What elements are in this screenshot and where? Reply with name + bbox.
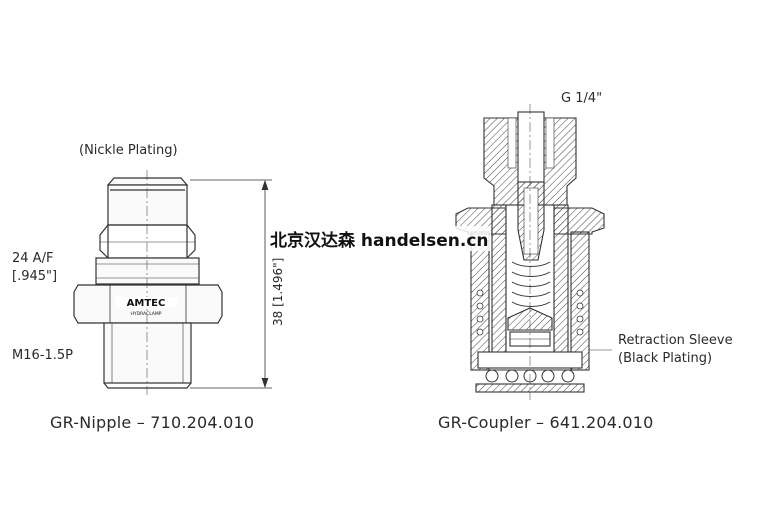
sleeve-plating-label: (Black Plating) [618, 351, 713, 366]
nipple-caption: GR-Nipple – 710.204.010 [50, 413, 255, 432]
brand-sub: HYDRACLAMP [131, 311, 162, 317]
brand-name: AMTEC [127, 298, 166, 309]
coupler-drawing [455, 104, 605, 400]
watermark-text: 北京汉达森 handelsen.cn [268, 226, 491, 251]
thread-label: M16-1.5P [12, 348, 73, 363]
af-label: 24 A/F [12, 251, 54, 266]
amtec-logo: AMTEC HYDRACLAMP [115, 297, 177, 317]
dimension-label: 38 [1.496"] [271, 257, 285, 326]
nipple-drawing [73, 170, 223, 395]
sleeve-label: Retraction Sleeve [618, 333, 733, 348]
af-inch-label: [.945"] [12, 269, 58, 284]
port-label: G 1/4" [561, 91, 603, 106]
plating-label: (Nickle Plating) [79, 143, 178, 158]
dimension-38 [190, 179, 272, 389]
coupler-caption: GR-Coupler – 641.204.010 [438, 413, 654, 432]
